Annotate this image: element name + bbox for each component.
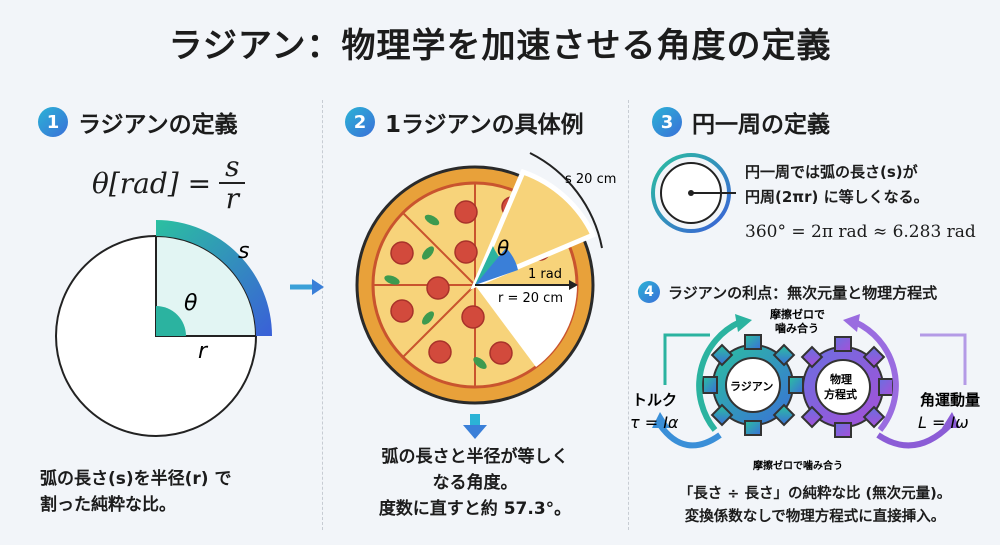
description-line: 円周(2πr) に等しくなる。 [745,188,929,206]
section-heading: 円一周の定義 [692,112,830,138]
full-circle-diagram [651,153,736,233]
label-theta: θ [184,291,198,316]
full-circle-formula: 360° = 2π rad ≈ 6.283 rad [745,222,976,242]
label-arc: s 20 cm [565,172,616,187]
label-1rad: 1 rad [528,267,562,282]
section-3-description: 円一周では弧の長さ(s)が 円周(2πr) に等しくなる。 [745,160,929,210]
label-s: s [238,239,249,264]
page-title: ラジアン：物理学を加速させる角度の定義 [168,26,832,66]
divider [322,100,323,530]
section-3-header: 3 円一周の定義 [652,105,830,139]
section-heading: ラジアンの定義 [78,112,238,138]
mesh-label-top: 噛み合う [775,321,819,335]
angular-momentum-title: 角運動量 [920,391,980,409]
section-4-caption: 「長さ ÷ 長さ」の純粋な比 (無次元量)。 変換係数なしで物理方程式に直接挿入… [630,483,1000,529]
section-number: 2 [345,107,375,137]
gears-diagram: ラジアン 物理 方程式 摩擦ゼロで 噛み合う 摩擦ゼロで噛み合う トルク τ =… [630,307,980,472]
mesh-label-top: 摩擦ゼロで [770,307,825,321]
missing-slice [475,285,578,367]
caption-line: 「長さ ÷ 長さ」の純粋な比 (無次元量)。 [678,486,952,502]
pizza-diagram: s 20 cm θ 1 rad r = 20 cm [355,152,616,405]
angle-marker [156,306,186,336]
arrow-right-icon [290,279,324,295]
section-number: 4 [638,281,660,303]
description-line: 円一周では弧の長さ(s)が [745,163,918,181]
label-radius: r = 20 cm [498,291,563,306]
section-4-header: 4 ラジアンの利点：無次元量と物理方程式 [638,281,937,303]
radian-definition-diagram: s θ r [55,220,272,437]
formula-denominator: r [225,182,239,215]
torque-title: トルク [632,391,677,409]
caption-line: 割った純粋な比。 [40,495,176,515]
radian-formula: θ[rad] = s r [92,152,246,215]
label-r: r [198,339,209,364]
mesh-label-bottom: 摩擦ゼロで噛み合う [753,459,843,472]
gear-left-label: ラジアン [730,380,773,393]
sector [155,234,258,337]
section-2-header: 2 1ラジアンの具体例 [345,105,584,139]
gear-right-label: 物理 [830,372,852,386]
torque-formula: τ = Iα [630,413,679,432]
section-number: 1 [38,107,68,137]
gear-radian [702,334,804,436]
label-theta: θ [497,236,509,260]
caption-line: 弧の長さと半径が等しく [381,447,569,467]
section-heading: ラジアンの利点：無次元量と物理方程式 [668,283,938,302]
gear-physics-equations [800,336,894,438]
gear-right-label: 方程式 [824,387,857,401]
section-heading: 1ラジアンの具体例 [385,112,584,138]
section-2-caption: 弧の長さと半径が等しく なる角度。 度数に直すと約 57.3°。 [330,444,620,522]
arrow-down-icon [463,414,487,439]
arc-length-marker [529,152,603,249]
section-1-header: 1 ラジアンの定義 [38,105,238,139]
arc-s [156,220,272,336]
divider [628,100,629,530]
formula-lhs: θ[rad] = [92,166,212,200]
caption-line: 度数に直すと約 57.3°。 [378,499,572,519]
formula-numerator: s [219,152,246,184]
angular-momentum-formula: L = Iω [918,413,969,432]
caption-line: なる角度。 [432,473,518,493]
section-number: 3 [652,107,682,137]
section-1-caption: 弧の長さ(s)を半径(r) で 割った純粋な比。 [40,466,280,518]
caption-line: 変換係数なしで物理方程式に直接挿入。 [684,509,946,525]
caption-line: 弧の長さ(s)を半径(r) で [40,469,232,489]
